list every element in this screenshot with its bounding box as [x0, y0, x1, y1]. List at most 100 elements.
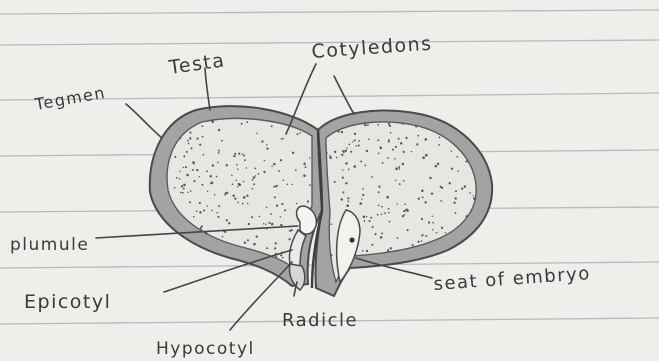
stipple-dot [378, 186, 380, 188]
stipple-dot [268, 222, 270, 224]
stipple-dot [299, 132, 301, 134]
stipple-dot [422, 156, 425, 159]
stipple-dot [188, 143, 190, 145]
stipple-dot [254, 168, 256, 170]
stipple-dot [364, 124, 366, 126]
stipple-dot [417, 135, 419, 137]
label-testa: Testa [167, 49, 227, 79]
stipple-dot [361, 198, 362, 199]
stipple-dot [296, 203, 298, 205]
stipple-dot [226, 219, 228, 221]
stipple-dot [381, 206, 383, 208]
stipple-dot [234, 153, 236, 155]
stipple-dot [337, 130, 339, 132]
stipple-dot [362, 188, 364, 190]
stipple-dot [440, 200, 442, 202]
stipple-dot [196, 169, 198, 171]
stipple-dot [226, 164, 228, 166]
stipple-dot [455, 197, 457, 199]
stipple-dot [425, 201, 427, 203]
stipple-dot [371, 176, 373, 178]
stipple-dot [303, 163, 305, 165]
stipple-dot [439, 136, 441, 138]
stipple-dot [183, 184, 186, 187]
stipple-dot [218, 152, 220, 154]
stipple-dot [221, 140, 223, 142]
stipple-dot [278, 170, 280, 172]
stipple-dot [174, 187, 176, 189]
stipple-dot [398, 138, 400, 140]
stipple-dot [397, 237, 399, 239]
stipple-dot [418, 198, 420, 200]
stipple-dot [381, 232, 383, 234]
stipple-dot [390, 247, 392, 249]
stipple-dot [305, 166, 307, 168]
stipple-dot [280, 224, 282, 226]
stipple-dot [456, 156, 458, 158]
stipple-dot [343, 152, 345, 154]
stipple-dot [435, 165, 438, 168]
stipple-dot [180, 138, 181, 139]
stipple-dot [309, 157, 310, 158]
leader-cotyledons-right [334, 76, 354, 114]
stipple-dot [202, 136, 204, 138]
stipple-dot [263, 171, 265, 173]
stipple-dot [183, 188, 185, 190]
stipple-dot [192, 161, 195, 164]
stipple-dot [415, 125, 417, 127]
stipple-dot [445, 232, 447, 234]
stipple-dot [265, 223, 266, 224]
stipple-dot [380, 236, 383, 239]
stipple-dot [209, 175, 211, 177]
stipple-dot [411, 151, 412, 152]
stipple-dot [201, 125, 203, 127]
stipple-dot [404, 203, 406, 205]
stipple-dot [346, 147, 348, 149]
stipple-dot [334, 181, 336, 183]
leader-testa [205, 68, 210, 110]
stipple-dot [407, 229, 409, 231]
stipple-dot [291, 229, 293, 231]
stipple-dot [421, 189, 424, 192]
stipple-dot [342, 150, 343, 151]
stipple-dot [355, 145, 357, 147]
stipple-dot [218, 150, 220, 152]
stipple-dot [368, 138, 370, 140]
stipple-dot [236, 180, 237, 181]
stipple-dot [364, 165, 366, 167]
stipple-dot [334, 151, 336, 153]
stipple-dot [266, 144, 267, 145]
stipple-dot [225, 192, 227, 194]
stipple-dot [185, 166, 187, 168]
stipple-dot [416, 143, 418, 145]
stipple-dot [371, 244, 373, 246]
stipple-dot [259, 216, 261, 218]
stipple-dot [174, 156, 176, 158]
stipple-dot [243, 155, 245, 157]
stipple-dot [216, 212, 218, 214]
stipple-dot [465, 160, 467, 162]
stipple-dot [243, 196, 246, 199]
stipple-dot [256, 235, 258, 237]
stipple-dot [429, 177, 431, 179]
stipple-dot [190, 190, 192, 192]
stipple-dot [342, 169, 343, 170]
stipple-dot [189, 137, 191, 139]
stipple-dot [214, 194, 216, 196]
stipple-dot [399, 168, 400, 169]
stipple-dot [367, 124, 369, 126]
stipple-dot [374, 233, 376, 235]
stipple-dot [251, 188, 253, 190]
stipple-dot [247, 239, 249, 241]
stipple-dot [425, 235, 427, 237]
stipple-dot [246, 194, 248, 196]
stipple-dot [288, 238, 290, 240]
stipple-dot [253, 243, 256, 246]
stipple-dot [329, 156, 332, 159]
stipple-dot [389, 221, 391, 223]
stipple-dot [400, 142, 402, 144]
stipple-dot [449, 182, 451, 184]
stipple-dot [362, 250, 364, 252]
stipple-dot [349, 144, 351, 146]
stipple-dot [366, 150, 368, 152]
